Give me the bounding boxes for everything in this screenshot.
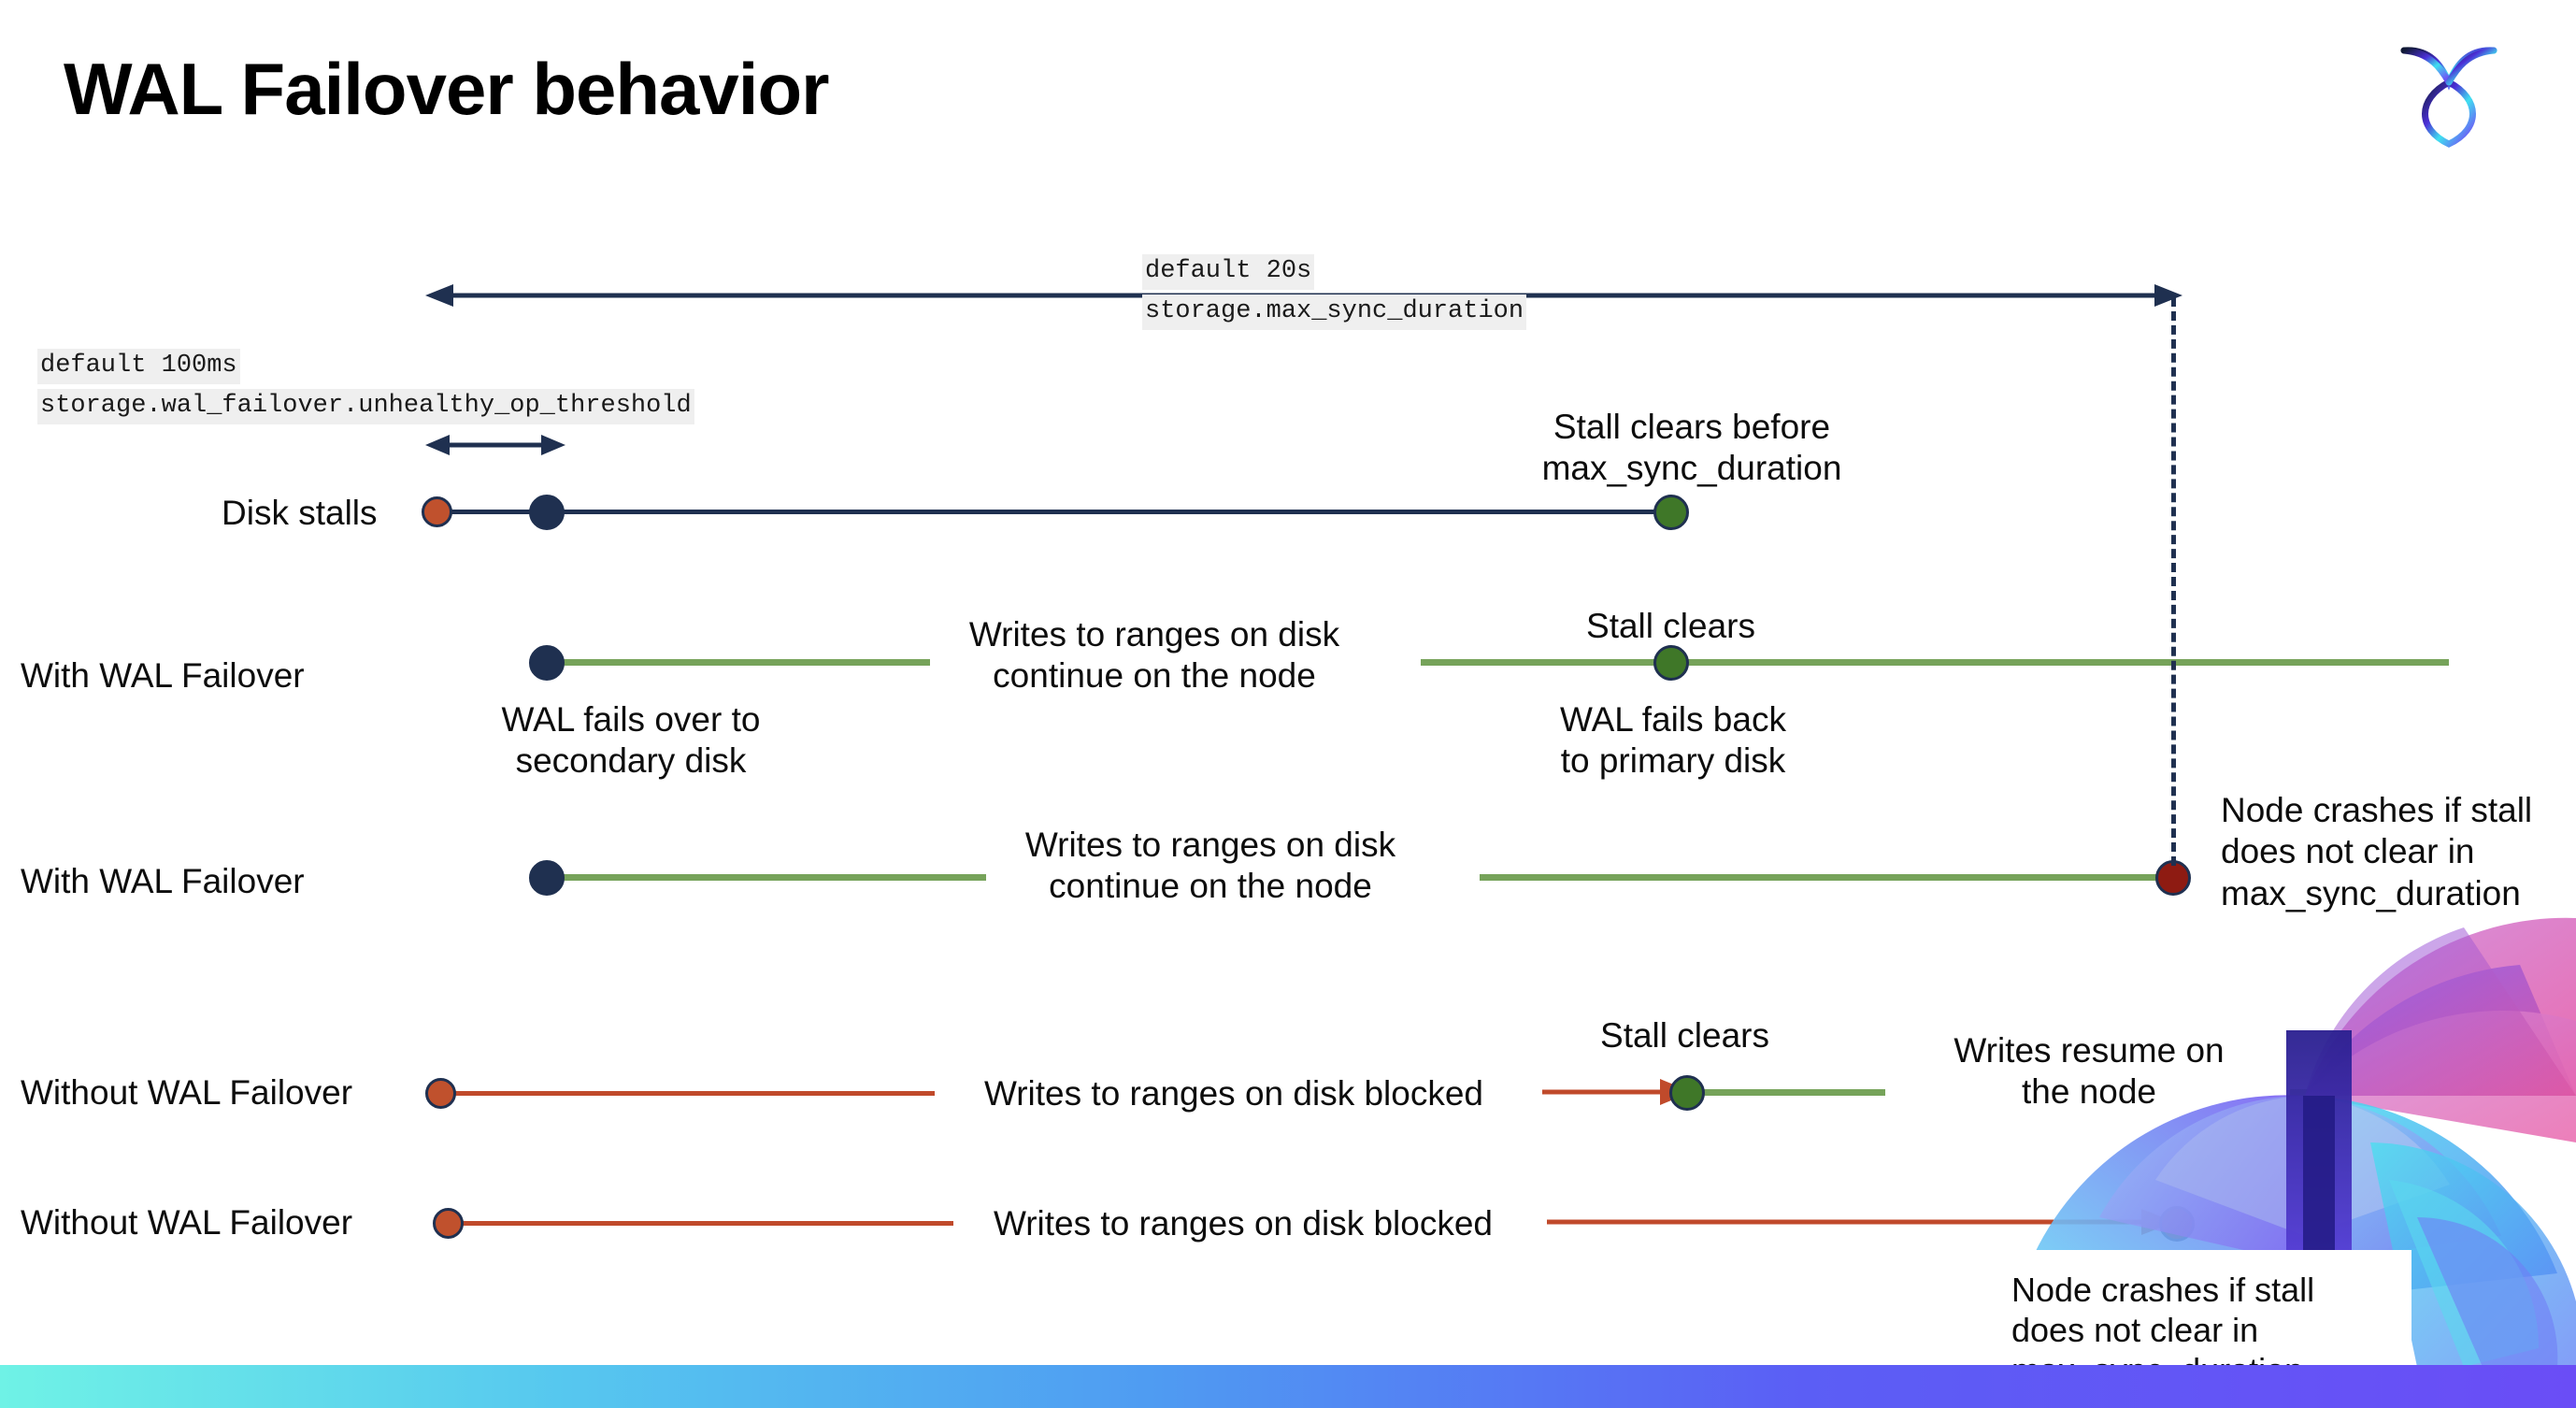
row-label-with-wal-failover-1: With WAL Failover [21,656,305,695]
without-wal-failover-1-red-segment [449,1091,935,1096]
note-writes-blocked-1: Writes to ranges on disk blocked [983,1074,1484,1113]
without-wal-failover-2-start-dot [433,1208,464,1239]
disk-stall-start-dot [422,496,452,527]
unhealthy-threshold-setting-chip: storage.wal_failover.unhealthy_op_thresh… [37,389,694,424]
with-wal-failover-2-segment-b [1480,874,2176,881]
disk-stall-clears-dot [1653,495,1689,530]
without-wal-failover-1-start-dot [425,1078,456,1109]
note-writes-continue-2: Writes to ranges on disk continue on the… [1024,826,1396,906]
without-wal-failover-1-clears-dot [1669,1075,1705,1111]
note-writes-resume: Writes resume on the node [1953,1031,2225,1112]
without-wal-failover-2-red-segment [458,1221,953,1226]
cockroachdb-logo-icon [2393,28,2505,150]
max-sync-duration-default-chip: default 20s [1142,254,1315,290]
disk-stalls-timeline [436,510,1681,514]
note-wal-fails-back: WAL fails back to primary disk [1560,700,1786,781]
unhealthy-threshold-default-chip: default 100ms [37,349,240,384]
max-sync-duration-setting-chip: storage.max_sync_duration [1142,295,1527,330]
note-writes-blocked-2: Writes to ranges on disk blocked [993,1204,1494,1243]
note-wal-fails-over: WAL fails over to secondary disk [501,700,761,781]
with-wal-failover-2-crash-dot [2155,860,2191,896]
without-wal-failover-1-green-segment-far [2290,1089,2472,1096]
note-stall-clears-before-max-sync: Stall clears before max_sync_duration [1541,408,1842,488]
page-title: WAL Failover behavior [64,48,829,130]
with-wal-failover-2-segment-a [542,874,986,881]
max-sync-duration-dashed-connector [2171,297,2176,866]
row-label-without-wal-failover-2: Without WAL Failover [21,1203,353,1242]
without-wal-failover-2-crash-dot [2159,1206,2195,1242]
with-wal-failover-1-clears-dot [1653,645,1689,681]
unhealthy-threshold-span-arrow [425,435,565,455]
bottom-gradient-bar [0,1365,2576,1408]
row-label-without-wal-failover-1: Without WAL Failover [21,1073,353,1112]
with-wal-failover-1-segment-b [1421,659,2449,666]
note-stall-clears-1: Stall clears [1586,607,1755,645]
note-writes-continue-1: Writes to ranges on disk continue on the… [968,615,1340,696]
with-wal-failover-1-start-dot [529,645,565,681]
row-label-with-wal-failover-2: With WAL Failover [21,862,305,900]
note-stall-clears-2: Stall clears [1600,1016,1769,1055]
row-label-disk-stalls: Disk stalls [222,494,378,532]
without-wal-failover-2-red-arrow [1547,1209,2175,1235]
wal-failover-trigger-dot [529,495,565,530]
with-wal-failover-2-start-dot [529,860,565,896]
with-wal-failover-1-segment-a [542,659,930,666]
without-wal-failover-1-green-segment [1694,1089,1885,1096]
note-node-crashes-1: Node crashes if stall does not clear in … [2221,791,2533,912]
